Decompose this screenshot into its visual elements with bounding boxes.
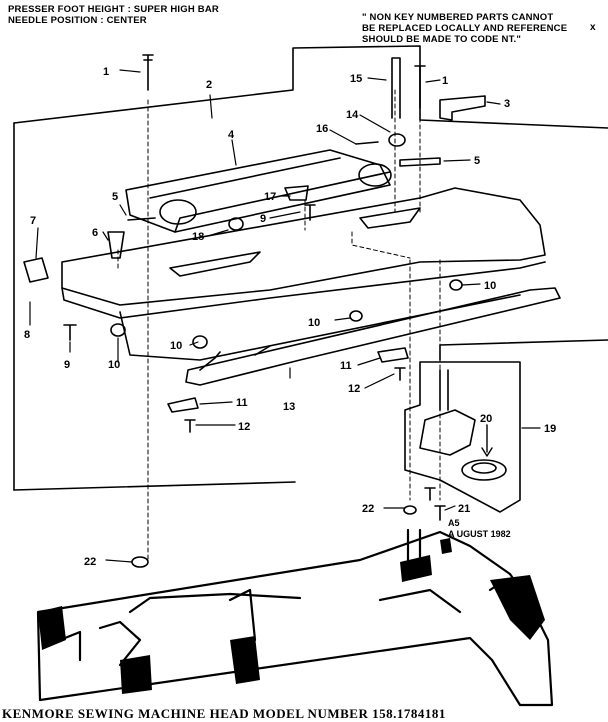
part-16-pin [355, 141, 379, 145]
callout-18: 18 [192, 231, 204, 243]
stamp-code: A5 [448, 518, 460, 528]
callout-10-left: 10 [108, 359, 120, 371]
hinge-knuckle-right [358, 163, 392, 187]
cover-outline [13, 45, 608, 129]
callout-1-right: 1 [442, 75, 448, 87]
callout-11-left: 11 [236, 397, 248, 409]
callout-8: 8 [24, 329, 30, 341]
hinge-knuckle-left [159, 199, 197, 225]
callout-16: 16 [316, 123, 328, 135]
callout-10-right: 10 [484, 280, 496, 292]
callout-9-left: 9 [64, 359, 70, 371]
callout-15: 15 [350, 73, 362, 85]
part-3-latch [439, 95, 486, 121]
side-panel [119, 294, 521, 361]
top-cover-plate [61, 187, 546, 306]
callout-10-center: 10 [308, 317, 320, 329]
part-18-nut [228, 217, 244, 231]
callout-17: 17 [264, 191, 276, 203]
part-11-clip-right [377, 347, 409, 363]
callout-9-mid: 9 [260, 213, 266, 225]
cover-inner-right [439, 339, 608, 361]
callout-2: 2 [206, 79, 212, 91]
callout-12-right: 12 [348, 383, 360, 395]
presser-foot-height-note: PRESSER FOOT HEIGHT : SUPER HIGH BAR [8, 4, 219, 15]
callout-14: 14 [346, 109, 359, 121]
part-1-screw-right [414, 65, 426, 109]
callout-13: 13 [283, 401, 295, 413]
parts-note-line2: BE REPLACED LOCALLY AND REFERENCE [362, 23, 568, 34]
callout-3: 3 [504, 98, 510, 110]
callout-21: 21 [458, 503, 470, 515]
callout-5-right: 5 [474, 155, 480, 167]
parts-note-line1: " NON KEY NUMBERED PARTS CANNOT [362, 12, 554, 23]
machine-head-body [36, 530, 554, 707]
part-6-cap [107, 231, 125, 259]
part-20-ring-inner [471, 462, 497, 474]
needle-position-note: NEEDLE POSITION : CENTER [8, 15, 147, 26]
part-5-pin-right [399, 157, 441, 167]
top-plate-recess [359, 207, 421, 229]
part-13-front-rail [185, 287, 561, 386]
callout-12-left: 12 [238, 421, 250, 433]
corner-mark: x [590, 22, 596, 33]
stamp-date: A UGUST 1982 [448, 529, 511, 539]
callout-4: 4 [228, 129, 235, 141]
diagram-footer-title: KENMORE SEWING MACHINE HEAD MODEL NUMBER… [2, 706, 446, 721]
part-7-bracket [23, 257, 49, 283]
callout-5-left: 5 [112, 191, 118, 203]
callout-7: 7 [30, 215, 36, 227]
part-4-hinge-plate [125, 149, 391, 233]
part-15-rod [391, 57, 401, 119]
callout-22-left: 22 [84, 556, 96, 568]
part-14-bushing [388, 133, 406, 147]
part-1-screw-left [142, 54, 154, 91]
part-5-pin-left [127, 217, 156, 221]
part-11-clip-left [167, 397, 199, 413]
callout-11-right: 11 [340, 360, 352, 372]
part-20-ring-outer [461, 459, 507, 481]
parts-note-line3: SHOULD BE MADE TO CODE NT." [362, 34, 522, 45]
callout-20: 20 [480, 413, 492, 425]
callout-6: 6 [92, 227, 98, 239]
top-plate-slot [169, 251, 261, 277]
cover-bottom-edge [13, 481, 296, 491]
callout-10-mid: 10 [170, 340, 182, 352]
needle-bar-assembly [419, 409, 476, 456]
callout-1-left: 1 [103, 66, 109, 78]
callout-19: 19 [544, 423, 556, 435]
callout-22-right: 22 [362, 503, 374, 515]
